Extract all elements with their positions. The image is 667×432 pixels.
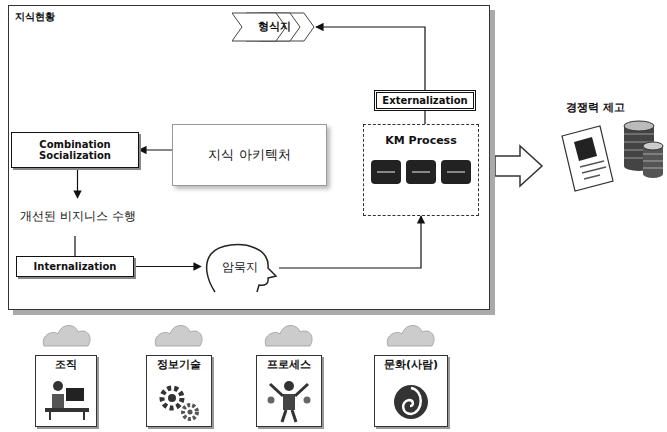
person-desk-icon [45, 381, 89, 420]
label-text: 경쟁력 제고 [566, 100, 625, 115]
gears-icon [162, 388, 197, 419]
cloud [155, 326, 202, 347]
node-text: Internalization [34, 261, 117, 273]
culture-tile: 문화(사람) [374, 355, 448, 427]
people-icon [268, 381, 311, 422]
business-text-node: 개선된 비지니스 수행 [16, 198, 140, 236]
node-text: 정보기술 [157, 359, 201, 372]
support-clouds [43, 326, 434, 347]
coin-top [624, 121, 654, 131]
coin-top [643, 142, 663, 150]
internalization-box: Internalization [16, 256, 134, 277]
connector-arrow [134, 266, 201, 267]
node-text: 개선된 비지니스 수행 [20, 210, 136, 224]
node-text: 문화(사람) [384, 359, 438, 372]
head-profile [207, 245, 276, 292]
km-step-mark [377, 171, 465, 173]
connector-arrow [74, 236, 75, 256]
connector-arrow [139, 149, 172, 150]
connector-arrow [424, 111, 425, 124]
connector-arrow [279, 216, 421, 268]
document-sheet [562, 126, 613, 191]
node-text: 프로세스 [267, 359, 311, 372]
document-chart [574, 137, 597, 161]
block-arrow [495, 146, 542, 186]
cloud [265, 326, 312, 347]
swirl-icon [394, 385, 428, 419]
node-text: 형식지 [258, 21, 291, 34]
node-text: 암묵지 [222, 261, 258, 275]
document-lines [580, 161, 606, 179]
document-icon [562, 126, 613, 191]
big-arrow [495, 146, 542, 186]
coin-stacks [624, 121, 663, 178]
tile-icons [45, 381, 428, 422]
km-process-box: KM Process [363, 124, 479, 216]
combination-box: Combination Socialization [11, 132, 139, 168]
cloud [43, 326, 90, 347]
node-text: Combination Socialization [12, 139, 138, 162]
process-tile: 프로세스 [256, 355, 322, 427]
cloud [387, 326, 434, 347]
node-text: 지식현황 [15, 11, 55, 23]
node-text: Externalization [382, 95, 467, 107]
knowledge-status-panel: 지식현황형식지 ExternalizationCombination Social… [8, 5, 490, 310]
tacit-knowledge-head: 암묵지 [201, 242, 279, 294]
node-text: KM Process [385, 135, 456, 148]
connector-arrow [77, 168, 78, 198]
coin-rims [643, 154, 663, 168]
node-text: 지식 아키텍처 [208, 148, 290, 163]
externalization-box: Externalization [374, 90, 476, 111]
coin-base [643, 170, 663, 178]
explicit-knowledge-chevron: 형식지 [232, 12, 316, 42]
km-step-boxes [371, 160, 471, 184]
organization-tile: 조직 [35, 355, 97, 427]
knowledge-architecture-box: 지식 아키텍처 [172, 124, 327, 186]
connector-arrow [316, 27, 425, 90]
node-text: 조직 [55, 359, 77, 372]
it-tile: 정보기술 [146, 355, 212, 427]
